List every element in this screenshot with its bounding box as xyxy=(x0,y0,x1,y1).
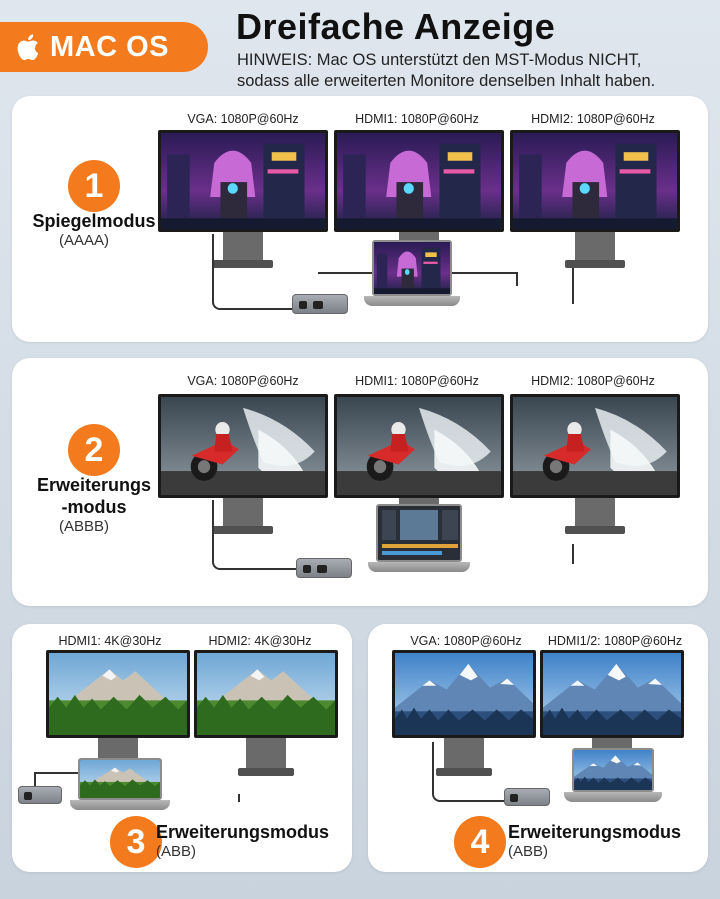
screen-image xyxy=(49,653,187,735)
monitor-label: HDMI1: 1080P@60Hz xyxy=(355,374,479,388)
mode-card-2: 2 Erweiterungs -modus (ABBB) VGA: 1080P@… xyxy=(12,358,708,606)
cable xyxy=(318,268,574,304)
screen-image xyxy=(197,653,335,735)
mode-code-2: (ABBB) xyxy=(59,518,110,535)
mode-card-1: 1 Spiegelmodus (AAAA) VGA: 1080P@60Hz HD… xyxy=(12,96,708,342)
screen-image xyxy=(337,397,501,495)
monitor xyxy=(510,394,680,534)
monitor xyxy=(46,650,190,778)
note-line-1: HINWEIS: Mac OS unterstützt den MST-Modu… xyxy=(237,51,642,69)
screen-image xyxy=(543,653,681,735)
cable xyxy=(318,544,574,564)
monitor xyxy=(194,650,338,778)
laptop-screen-image xyxy=(80,760,160,798)
monitor xyxy=(158,394,328,534)
mode-name-2-line-1: Erweiterungs xyxy=(36,475,152,495)
page-title: Dreifache Anzeige xyxy=(236,6,556,47)
usb-hub xyxy=(296,558,352,578)
monitor-label: HDMI1: 1080P@60Hz xyxy=(355,112,479,126)
cable xyxy=(34,772,88,786)
mode-number-2: 2 xyxy=(68,424,120,476)
cable xyxy=(432,742,512,802)
monitor-label: HDMI1/2: 1080P@60Hz xyxy=(547,634,683,648)
monitor xyxy=(510,130,680,270)
monitor xyxy=(392,650,536,778)
laptop xyxy=(70,758,180,828)
laptop-screen-image xyxy=(374,242,450,294)
monitor-label: VGA: 1080P@60Hz xyxy=(187,112,299,126)
note-text: HINWEIS: Mac OS unterstützt den MST-Modu… xyxy=(237,50,655,92)
cable xyxy=(212,500,302,570)
screen-image xyxy=(337,133,501,229)
cable xyxy=(52,794,240,802)
mode-name-1: Spiegelmodus xyxy=(32,211,156,231)
mode-name-3: Erweiterungsmodus xyxy=(156,822,330,842)
monitor-label: HDMI1: 4K@30Hz xyxy=(58,634,162,648)
mode-code-1: (AAAA) xyxy=(59,232,110,249)
mode-name-2: Erweiterungs -modus xyxy=(18,474,170,518)
monitor-label: HDMI2: 1080P@60Hz xyxy=(531,374,655,388)
laptop xyxy=(364,240,474,320)
mode-code-3: (ABB) xyxy=(156,843,197,860)
mode-name-2-line-2: -modus xyxy=(61,497,127,517)
laptop xyxy=(368,504,478,584)
monitor-label: HDMI2: 4K@30Hz xyxy=(208,634,312,648)
note-line-2: sodass alle erweiterten Monitore denselb… xyxy=(237,72,656,90)
screen-image xyxy=(161,397,325,495)
monitor-label: VGA: 1080P@60Hz xyxy=(187,374,299,388)
screen-image xyxy=(161,133,325,229)
monitor-label: VGA: 1080P@60Hz xyxy=(410,634,522,648)
monitor-label: HDMI2: 1080P@60Hz xyxy=(531,112,655,126)
mode-code-4: (ABB) xyxy=(508,843,549,860)
usb-hub xyxy=(504,788,550,806)
mode-card-4: VGA: 1080P@60Hz HDMI1/2: 1080P@60Hz 4 Er… xyxy=(368,624,708,872)
monitor xyxy=(158,130,328,270)
mode-card-3: HDMI1: 4K@30Hz HDMI2: 4K@30Hz 3 Erweiter… xyxy=(12,624,352,872)
mode-number-1: 1 xyxy=(68,160,120,212)
screen-image xyxy=(395,653,533,735)
apple-icon xyxy=(17,34,39,61)
screen-image xyxy=(513,133,677,229)
mac-os-badge: MAC OS xyxy=(0,22,208,72)
laptop-screen-image xyxy=(574,750,652,790)
badge-label: MAC OS xyxy=(50,30,169,63)
laptop xyxy=(564,748,674,818)
laptop-screen-editor xyxy=(376,504,462,562)
usb-hub xyxy=(292,294,348,314)
usb-hub xyxy=(18,786,62,804)
mode-number-4: 4 xyxy=(454,816,506,868)
cable xyxy=(212,234,302,310)
mode-name-4: Erweiterungsmodus xyxy=(508,822,682,842)
screen-image xyxy=(513,397,677,495)
mode-number-3: 3 xyxy=(110,816,162,868)
